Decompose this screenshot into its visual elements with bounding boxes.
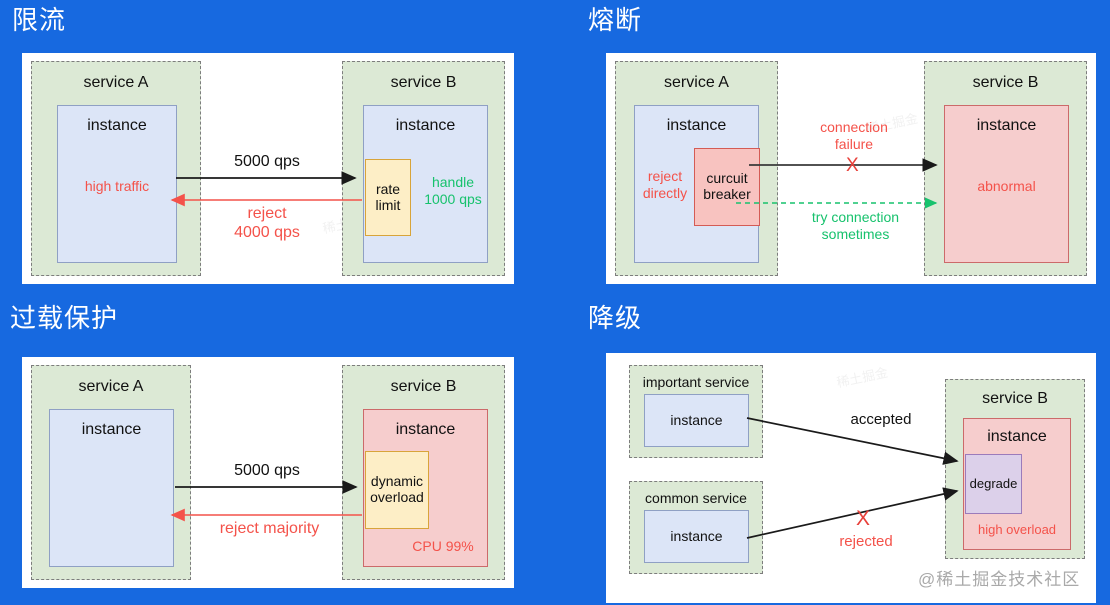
service-b-box-rate-limit: service B instance rate limit handle 100… bbox=[342, 61, 505, 276]
reject-directly-note: reject directly bbox=[642, 168, 688, 201]
cpu-usage-note: CPU 99% bbox=[412, 538, 474, 554]
forward-qps-label: 5000 qps bbox=[234, 153, 300, 170]
community-watermark: @稀土掘金技术社区 bbox=[918, 570, 1081, 589]
service-b-label: service B bbox=[390, 378, 457, 395]
rate-limit-box: rate limit bbox=[365, 159, 411, 236]
panel-degrade: 稀土掘金 important service instance common s… bbox=[606, 353, 1096, 603]
degrade-box: degrade bbox=[965, 454, 1022, 514]
service-a-instance-overload: instance bbox=[49, 409, 174, 567]
high-overload-note: high overload bbox=[977, 522, 1057, 537]
instance-label: instance bbox=[987, 428, 1047, 445]
service-a-label: service A bbox=[664, 74, 729, 91]
abnormal-note: abnormal bbox=[977, 178, 1036, 194]
quadrant-title-circuit-breaker: 熔断 bbox=[588, 5, 643, 35]
common-service-instance: instance bbox=[644, 510, 749, 563]
service-a-box-overload: service A instance bbox=[31, 365, 191, 580]
instance-label: instance bbox=[670, 412, 723, 428]
important-service-label: important service bbox=[642, 374, 750, 390]
service-b-instance-degrade: instance degrade high overload bbox=[963, 418, 1071, 550]
instance-label: instance bbox=[666, 117, 727, 134]
try-connection-label: try connection sometimes bbox=[811, 209, 900, 242]
faint-watermark: 稀土掘金 bbox=[835, 364, 890, 391]
service-b-box-overload: service B instance dynamic overload CPU … bbox=[342, 365, 505, 580]
common-service-box: common service instance bbox=[629, 481, 763, 574]
connection-failure-label: connection failure bbox=[820, 119, 888, 152]
service-a-instance-circuit: instance reject directly curcuit breaker bbox=[634, 105, 760, 263]
panel-overload-protection: 稀土掘金 稀土掘金 service A instance service B i… bbox=[22, 357, 514, 588]
dynamic-overload-box: dynamic overload bbox=[365, 451, 429, 529]
quadrant-title-overload: 过载保护 bbox=[10, 303, 119, 333]
service-a-box-circuit: service A instance reject directly curcu… bbox=[615, 61, 778, 276]
instance-label: instance bbox=[670, 528, 723, 544]
service-b-label: service B bbox=[982, 390, 1048, 407]
important-service-box: important service instance bbox=[629, 365, 763, 458]
panel-circuit-breaker: 稀土掘金 稀土掘金 service A instance reject dire… bbox=[606, 53, 1096, 284]
service-a-instance-rate-limit: instance high traffic bbox=[57, 105, 177, 263]
quadrant-title-rate-limit: 限流 bbox=[12, 5, 67, 35]
service-b-instance-overload: instance dynamic overload CPU 99% bbox=[363, 409, 488, 567]
quadrant-title-degrade: 降级 bbox=[588, 303, 643, 333]
panel-rate-limit: 稀土掘金 稀土掘金 稀土掘金 service A instance high t… bbox=[22, 53, 514, 284]
important-service-instance: instance bbox=[644, 394, 749, 447]
service-a-label: service A bbox=[83, 74, 149, 91]
high-traffic-note: high traffic bbox=[84, 178, 150, 194]
circuit-breaker-box: curcuit breaker bbox=[694, 148, 760, 226]
reject-qps-label: reject 4000 qps bbox=[234, 205, 300, 241]
service-a-box-rate-limit: service A instance high traffic bbox=[31, 61, 201, 276]
common-service-label: common service bbox=[645, 490, 747, 506]
service-b-box-circuit: service B instance abnormal bbox=[924, 61, 1087, 276]
forward-qps-label: 5000 qps bbox=[234, 462, 300, 479]
service-b-box-degrade: service B instance degrade high overload bbox=[945, 379, 1085, 559]
instance-label: instance bbox=[976, 117, 1037, 134]
instance-label: instance bbox=[395, 117, 456, 134]
instance-label: instance bbox=[87, 117, 147, 134]
x-mark-icon: X bbox=[846, 155, 859, 176]
service-a-label: service A bbox=[78, 378, 144, 395]
reject-majority-label: reject majority bbox=[219, 520, 320, 537]
handle-qps-note: handle 1000 qps bbox=[424, 174, 482, 207]
x-mark-icon: X bbox=[856, 507, 871, 530]
accepted-label: accepted bbox=[850, 411, 912, 428]
instance-label: instance bbox=[81, 421, 142, 438]
instance-label: instance bbox=[395, 421, 456, 438]
service-b-instance-rate-limit: instance rate limit handle 1000 qps bbox=[363, 105, 488, 263]
service-b-label: service B bbox=[972, 74, 1039, 91]
rejected-label: rejected bbox=[839, 533, 893, 550]
service-b-instance-circuit: instance abnormal bbox=[944, 105, 1069, 263]
service-b-label: service B bbox=[390, 74, 457, 91]
